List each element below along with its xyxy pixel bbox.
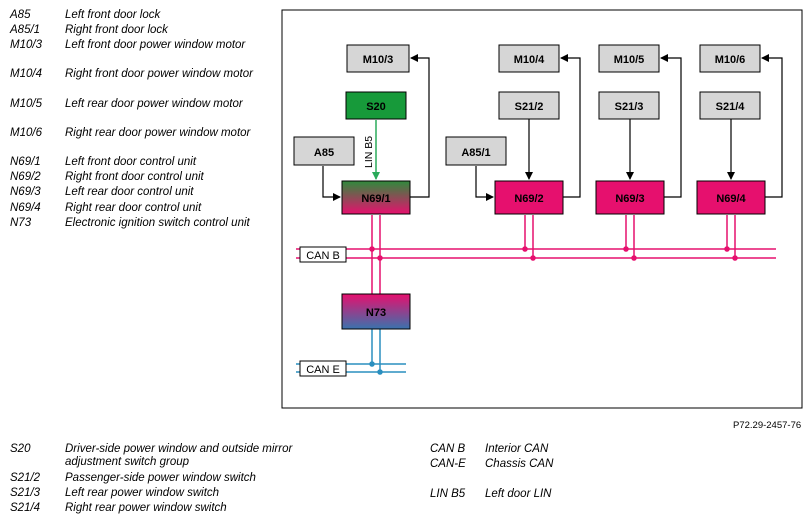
control-unit-n69-4: N69/4 (696, 180, 766, 215)
switch-s21-3: S21/3 (598, 91, 660, 120)
legend-code: N73 (10, 217, 32, 229)
legend-description: Electronic ignition switch control unit (65, 217, 250, 229)
legend-description: Interior CAN (485, 443, 549, 455)
legend-description: Left front door power window motor (65, 39, 246, 51)
legend-code: M10/6 (10, 127, 42, 139)
legend-code: M10/3 (10, 39, 42, 51)
can-b-bus (296, 248, 776, 259)
legend-description: Right front door power window motor (65, 68, 253, 80)
legend-code: M10/4 (10, 68, 42, 80)
motor-m10-3: M10/3 (346, 44, 410, 73)
legend-code: N69/3 (10, 186, 41, 198)
svg-text:N69/3: N69/3 (615, 193, 644, 205)
legend-description: Chassis CAN (485, 458, 554, 470)
switch-s20: S20 (345, 91, 407, 120)
legend-code: A85/1 (10, 24, 41, 36)
legend-code: N69/4 (10, 202, 41, 214)
legend-code: A85 (10, 9, 31, 21)
svg-text:CAN E: CAN E (306, 364, 340, 376)
control-unit-n69-2: N69/2 (494, 180, 564, 215)
legend-description: Left rear door power window motor (65, 98, 243, 110)
legend-description: Right rear door power window motor (65, 127, 251, 139)
signal-lines (322, 54, 783, 201)
legend-description: Driver-side power window and outside mir… (65, 443, 293, 468)
legend-description: Right rear door control unit (65, 202, 202, 214)
switch-s21-4: S21/4 (699, 91, 761, 120)
can-e-label-box: CAN E (299, 360, 347, 377)
svg-text:N69/1: N69/1 (361, 193, 390, 205)
diagram-frame (281, 9, 803, 409)
legend-description: Left front door control unit (65, 156, 197, 168)
legend-code: S21/3 (10, 487, 41, 499)
control-unit-n73: N73 (341, 293, 411, 330)
switch-s21-2: S21/2 (498, 91, 560, 120)
svg-text:S21/3: S21/3 (615, 101, 644, 113)
svg-text:M10/6: M10/6 (715, 54, 746, 66)
legend-code: LIN B5 (430, 488, 466, 500)
svg-text:CAN B: CAN B (306, 250, 340, 262)
svg-text:A85/1: A85/1 (461, 147, 490, 159)
legend-description: Passenger-side power window switch (65, 472, 256, 484)
motor-m10-4: M10/4 (498, 44, 560, 73)
can-b-drops (369, 215, 738, 296)
control-unit-n69-3: N69/3 (595, 180, 665, 215)
svg-text:N69/2: N69/2 (514, 193, 543, 205)
door-lock-a85: A85 (293, 136, 355, 166)
svg-text:A85: A85 (314, 147, 334, 159)
legend-description: Left rear door control unit (65, 186, 194, 198)
legend-description: Right front door control unit (65, 171, 204, 183)
legend-description: Left door LIN (485, 488, 552, 500)
can-b-label-box: CAN B (299, 246, 347, 263)
legend-code: S20 (10, 443, 31, 455)
lin-b5-label: LIN B5 (363, 136, 375, 168)
legend-code: CAN B (430, 443, 466, 455)
legend-description: Right front door lock (65, 24, 168, 36)
can-e-drops (369, 329, 383, 375)
legend-code: S21/2 (10, 472, 41, 484)
svg-text:M10/5: M10/5 (614, 54, 645, 66)
legend-code: N69/2 (10, 171, 41, 183)
svg-text:N73: N73 (366, 307, 386, 319)
legend-code: M10/5 (10, 98, 42, 110)
svg-text:S20: S20 (366, 101, 386, 113)
legend-description: Left rear power window switch (65, 487, 220, 499)
svg-text:N69/4: N69/4 (716, 193, 746, 205)
svg-text:S21/4: S21/4 (716, 101, 746, 113)
svg-text:M10/3: M10/3 (363, 54, 394, 66)
legend-code: S21/4 (10, 502, 41, 514)
door-lock-a85-1: A85/1 (445, 136, 507, 166)
legend-description: Left front door lock (65, 9, 161, 21)
legend-description: Right rear power window switch (65, 502, 227, 514)
svg-text:S21/2: S21/2 (515, 101, 544, 113)
legend-code: N69/1 (10, 156, 41, 168)
motor-m10-5: M10/5 (598, 44, 660, 73)
svg-text:M10/4: M10/4 (514, 54, 545, 66)
legend-code: CAN-E (430, 458, 466, 470)
control-unit-n69-1: N69/1 (341, 180, 411, 215)
figure-reference: P72.29-2457-76 (733, 420, 802, 431)
motor-m10-6: M10/6 (699, 44, 761, 73)
